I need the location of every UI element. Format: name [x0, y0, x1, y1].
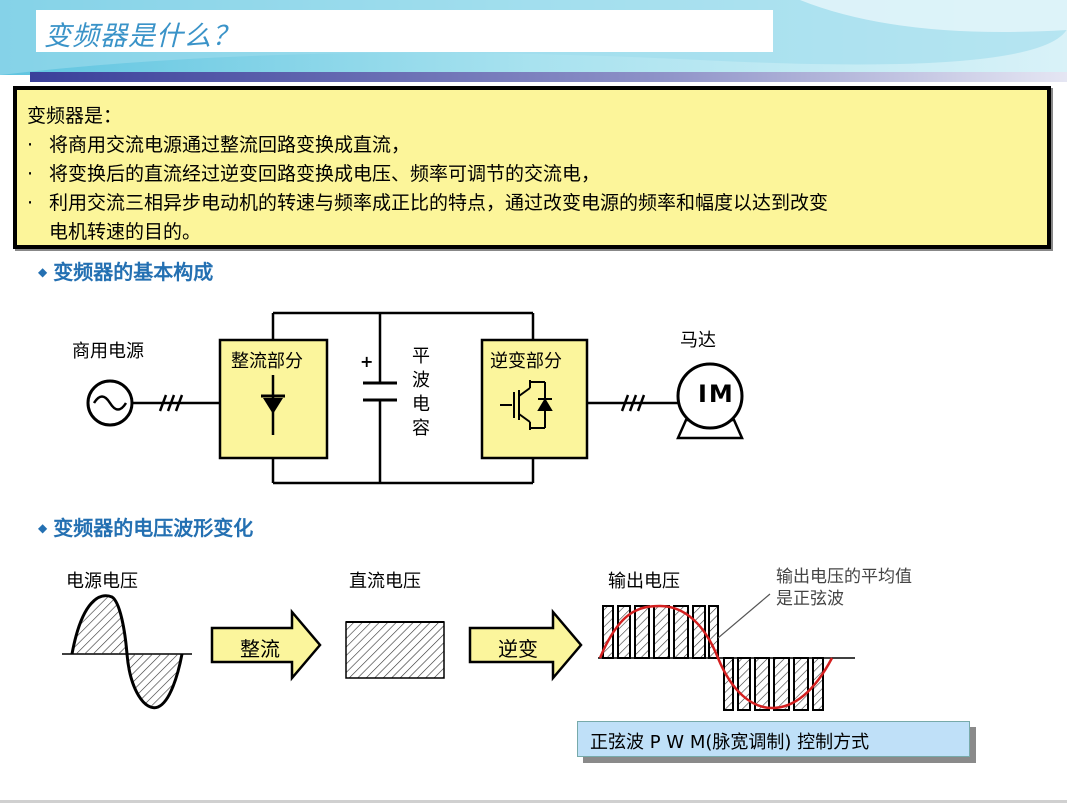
rectify-arrow-label: 整流 [240, 637, 280, 661]
definition-box: 变频器是： ·将商用交流电源通过整流回路变换成直流， ·将变换后的直流经过逆变回… [13, 86, 1051, 249]
pwm-caption: 正弦波 P W M(脉宽调制) 控制方式 [590, 732, 870, 753]
ac-source-icon [86, 379, 134, 427]
invert-arrow [468, 608, 583, 682]
definition-point-2: ·将变换后的直流经过逆变回路变换成电压、频率可调节的交流电， [27, 163, 601, 185]
definition-point-3: ·利用交流三相异步电动机的转速与频率成正比的特点，通过改变电源的频率和幅度以达到… [27, 192, 829, 214]
motor-im-label: IM [698, 380, 735, 408]
commercial-power-label: 商用电源 [72, 341, 144, 362]
pwm-output-waveform [598, 593, 855, 711]
definition-heading: 变频器是： [27, 105, 123, 127]
bullet-dot: · [27, 163, 34, 185]
section-title-composition: ◆变频器的基本构成 [38, 260, 214, 284]
diode-icon [261, 375, 285, 435]
section-title-waveform: ◆变频器的电压波形变化 [38, 516, 254, 540]
capacitor-icon [363, 313, 397, 483]
diamond-bullet-icon: ◆ [38, 265, 48, 279]
inverter-block [480, 338, 589, 460]
page-title: 变频器是什么？ [44, 21, 240, 52]
diamond-bullet-icon: ◆ [38, 521, 48, 535]
pwm-caption-box: 正弦波 P W M(脉宽调制) 控制方式 [577, 721, 970, 757]
invert-arrow-label: 逆变 [498, 637, 538, 661]
source-voltage-waveform [62, 594, 192, 710]
rectifier-label: 整流部分 [231, 351, 303, 372]
rectify-arrow [210, 608, 322, 682]
output-voltage-label: 输出电压 [608, 571, 680, 592]
definition-point-1: ·将商用交流电源通过整流回路变换成直流， [27, 134, 411, 156]
bullet-dot: · [27, 134, 34, 156]
source-voltage-label: 电源电压 [66, 571, 138, 592]
bullet-dot: · [27, 192, 34, 214]
dc-voltage-waveform [345, 621, 445, 679]
three-phase-mark-icon [158, 394, 184, 412]
title-box [36, 10, 773, 52]
motor-label: 马达 [680, 330, 716, 351]
motor-icon [676, 362, 744, 440]
three-phase-mark-icon [620, 394, 646, 412]
definition-point-3-cont: 电机转速的目的。 [49, 221, 202, 243]
capacitor-plus-sign: + [360, 352, 374, 371]
igbt-transistor-icon [500, 380, 553, 430]
smoothing-capacitor-label: 平 波 电 容 [412, 346, 430, 439]
inverter-label: 逆变部分 [490, 351, 562, 372]
dc-voltage-label: 直流电压 [349, 571, 421, 592]
average-voltage-note: 输出电压的平均值 是正弦波 [776, 567, 912, 609]
